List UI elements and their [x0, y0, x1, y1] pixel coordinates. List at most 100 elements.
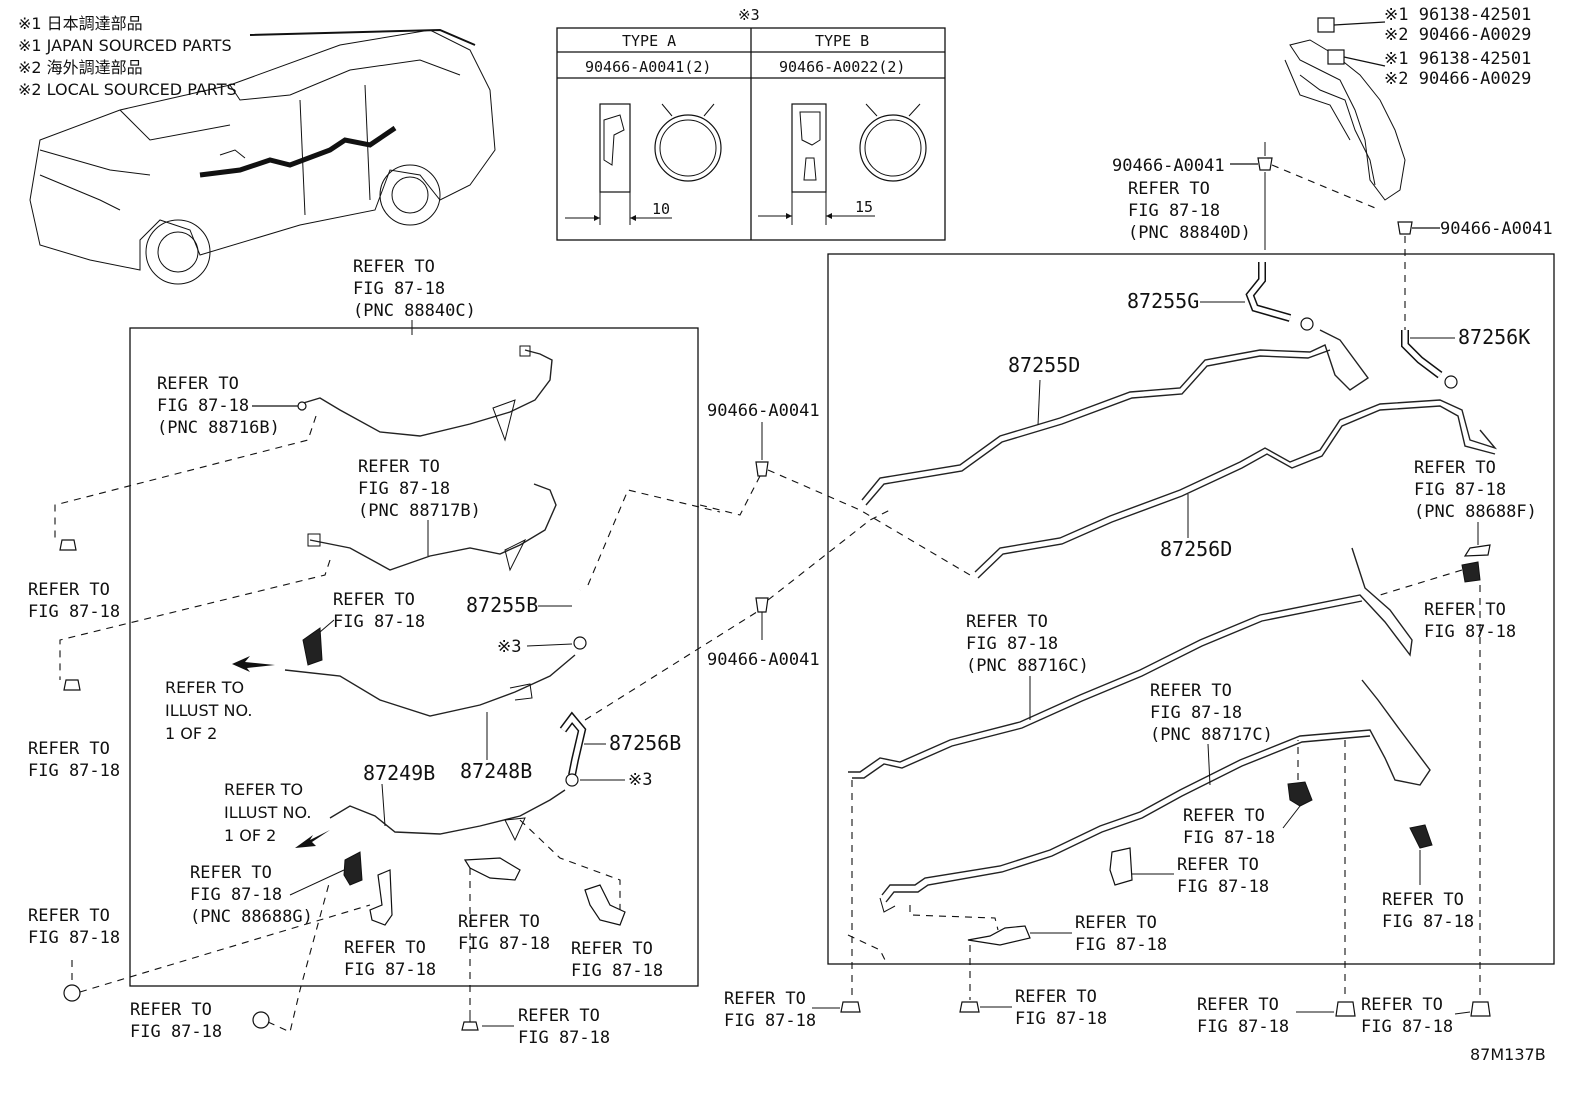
- refer-left1-l2: FIG 87-18: [28, 602, 120, 622]
- bracket-icon-rm2: [1109, 847, 1133, 886]
- clip-label-mid1: 90466-A0041: [707, 401, 820, 421]
- note-local-en: ※2 LOCAL SOURCED PARTS: [18, 80, 237, 99]
- refer-bot5-l1: REFER TO: [1197, 995, 1279, 1015]
- refer-rm2-l1: REFER TO: [1177, 855, 1259, 875]
- retainer-icon-3: [63, 984, 81, 1002]
- cap-icon-1: [1317, 17, 1335, 33]
- refer-left2-l1: REFER TO: [28, 739, 110, 759]
- bracket-icon-rm4: [1409, 824, 1433, 849]
- refer-88840D-l2: FIG 87-18: [1128, 201, 1220, 221]
- part-87255D: 87255D: [1008, 353, 1080, 377]
- pipe-87256D: 87256D: [974, 399, 1498, 579]
- bolt-icon-1: [461, 1021, 479, 1031]
- refer-88716C-l3: (PNC 88716C): [966, 656, 1089, 676]
- refer-b3-l1: REFER TO: [458, 912, 540, 932]
- refer-rm1-l1: REFER TO: [1183, 806, 1265, 826]
- refer-88688F-l1: REFER TO: [1414, 458, 1496, 478]
- part-87256B: 87256B: [609, 731, 681, 755]
- note-local-jp: ※2 海外調達部品: [18, 58, 143, 77]
- refer-bot3-l1: REFER TO: [724, 989, 806, 1009]
- type-b-clip-side-icon: [791, 103, 827, 193]
- bracket-icon-88688F: [1463, 544, 1491, 557]
- type-a-part-number: 90466-A0041(2): [585, 58, 711, 76]
- type-a-clip-ring-icon: [654, 114, 722, 182]
- clip-table-mark: ※3: [738, 6, 760, 24]
- pipe-87255D: 87255D: [861, 329, 1369, 506]
- arrow-left-icon-1: [232, 656, 275, 672]
- refer-88840D-l1: REFER TO: [1128, 179, 1210, 199]
- refer-b1-l1: REFER TO: [333, 590, 415, 610]
- refer-88717C-l1: REFER TO: [1150, 681, 1232, 701]
- refer-88840C-l1: REFER TO: [353, 257, 435, 277]
- refer-88717B-l3: (PNC 88717B): [358, 501, 481, 521]
- refer-88716B-l2: FIG 87-18: [157, 396, 249, 416]
- bracket-refer-rm3: REFER TO FIG 87-18: [909, 905, 1167, 1000]
- refer-b2-l2: FIG 87-18: [344, 960, 436, 980]
- bracket-refer-rm2: REFER TO FIG 87-18: [1109, 847, 1269, 897]
- refer-88688F-l2: FIG 87-18: [1414, 480, 1506, 500]
- illustration-id: 87M137B: [1470, 1045, 1546, 1064]
- retainer-icon-1: [59, 539, 77, 551]
- clamp-icon-2: [565, 773, 579, 787]
- refer-left3-l2: FIG 87-18: [28, 928, 120, 948]
- note-japan-en: ※1 JAPAN SOURCED PARTS: [18, 36, 232, 55]
- bolt-icon-5: [1470, 1001, 1491, 1017]
- bolt-icon-2: [840, 1001, 861, 1013]
- refer-rt1-l2: FIG 87-18: [1424, 622, 1516, 642]
- type-b-header: TYPE B: [815, 32, 869, 50]
- refer-88688G-l3: (PNC 88688G): [190, 907, 313, 927]
- clip-icon-mid2: [755, 597, 769, 613]
- bracket-icon-rm1: [1287, 781, 1313, 807]
- retainer-icon-4: [252, 1011, 270, 1029]
- type-a-clip-side-icon: [599, 103, 631, 193]
- hose-87256B: 87256B ※3: [559, 609, 761, 790]
- pipe-88717B: REFER TO FIG 87-18 (PNC 88717B): [59, 457, 557, 680]
- refer-bot1-l1: REFER TO: [130, 1000, 212, 1020]
- part-87255G: 87255G: [1127, 289, 1199, 313]
- middle-clips: 90466-A0041 90466-A0041: [699, 401, 971, 670]
- clamp-mark-2: ※3: [628, 770, 652, 790]
- refer-rm3-l1: REFER TO: [1075, 913, 1157, 933]
- part-ref-90466-A0029-b: ※2 90466-A0029: [1384, 69, 1531, 89]
- refer-rm2-l2: FIG 87-18: [1177, 877, 1269, 897]
- refer-88717B-l1: REFER TO: [358, 457, 440, 477]
- bracket-icon-2: [369, 869, 393, 926]
- vehicle-illustration: [29, 28, 496, 285]
- clamp-mark-1: ※3: [497, 637, 521, 657]
- clip-icon-a0041-right: [1397, 221, 1413, 235]
- right-pipe-group-frame: [827, 253, 1555, 965]
- clip-label-mid2: 90466-A0041: [707, 650, 820, 670]
- bracket-refer-1: REFER TO FIG 87-18: [302, 590, 425, 666]
- bracket-icon-1: [302, 627, 323, 666]
- bracket-88688G: REFER TO FIG 87-18 (PNC 88688G): [190, 851, 363, 927]
- bracket-refer-3: REFER TO FIG 87-18: [458, 857, 550, 1010]
- illust1-l3: 1 OF 2: [165, 724, 217, 743]
- refer-bot1-l2: FIG 87-18: [130, 1022, 222, 1042]
- inlet-assembly: ※1 96138-42501 ※2 90466-A0029 ※1 96138-4…: [1112, 5, 1553, 330]
- clip-type-table: ※3 TYPE A TYPE B 90466-A0041(2) 90466-A0…: [556, 6, 946, 241]
- refer-bot2-l1: REFER TO: [518, 1006, 600, 1026]
- refer-88688F-l3: (PNC 88688F): [1414, 502, 1537, 522]
- bracket-icon-3: [463, 857, 521, 881]
- hose-87255G: 87255G: [1127, 262, 1314, 331]
- bracket-icon-4: [584, 884, 626, 926]
- bracket-refer-rm1: REFER TO FIG 87-18: [1183, 740, 1313, 848]
- refer-rm3-l2: FIG 87-18: [1075, 935, 1167, 955]
- bolt-icon-3: [959, 1001, 980, 1013]
- refer-88717C-l3: (PNC 88717C): [1150, 725, 1273, 745]
- bracket-icon-rt1: [1461, 561, 1481, 583]
- pipe-88716B: REFER TO FIG 87-18 (PNC 88716B): [54, 345, 553, 540]
- refer-left3-l1: REFER TO: [28, 906, 110, 926]
- refer-b1-l2: FIG 87-18: [333, 612, 425, 632]
- refer-88716B-l3: (PNC 88716B): [157, 418, 280, 438]
- refer-bot6-l2: FIG 87-18: [1361, 1017, 1453, 1037]
- part-ref-90466-A0029-a: ※2 90466-A0029: [1384, 25, 1531, 45]
- bracket-icon-88688G: [343, 851, 363, 886]
- part-87256D: 87256D: [1160, 537, 1232, 561]
- illust-ref-2: REFER TO ILLUST NO. 1 OF 2: [224, 780, 330, 848]
- refer-b2-l1: REFER TO: [344, 938, 426, 958]
- pipe-88716C: REFER TO FIG 87-18 (PNC 88716C): [848, 547, 1413, 1000]
- illust2-l2: ILLUST NO.: [224, 803, 311, 822]
